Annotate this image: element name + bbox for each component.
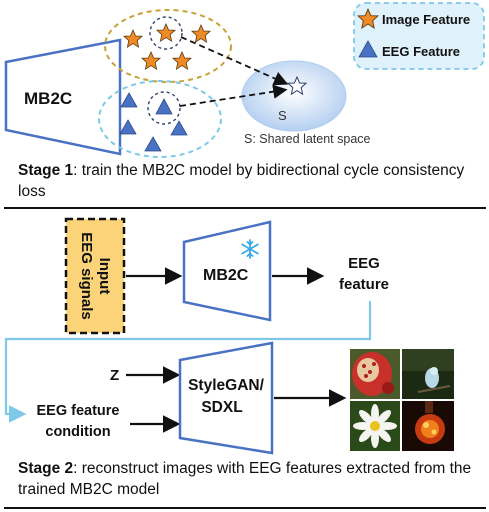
latent-symbol: S	[278, 108, 287, 123]
stage1-caption-text: : train the MB2C model by bidirectional …	[18, 162, 465, 200]
eeg-feature-output-line1: EEG	[348, 255, 380, 272]
reconstructed-image-fruit	[350, 349, 400, 399]
generator-label-line1: StyleGAN/	[188, 377, 264, 394]
reconstructed-image-glow	[402, 401, 454, 451]
triangle-icon	[144, 136, 162, 152]
star-icon	[141, 51, 161, 70]
triangle-icon	[119, 119, 137, 135]
condition-label-line1: EEG feature	[37, 403, 120, 419]
eeg-feature-selected-circle	[147, 91, 181, 125]
stage2-mb2c-block	[182, 220, 272, 322]
input-eeg-label-line1: Input	[96, 258, 113, 295]
snowflake-icon	[241, 239, 259, 259]
legend-eeg-feature: EEG Feature	[382, 44, 460, 59]
eeg-feature-output-line2: feature	[339, 276, 389, 293]
image-feature-selected-circle	[149, 16, 183, 50]
stage1-mb2c-label: MB2C	[24, 89, 72, 108]
stage2-caption-text: : reconstruct images with EEG features e…	[18, 460, 472, 498]
reconstructed-image-bird	[402, 349, 454, 399]
triangle-icon	[120, 92, 138, 108]
stage2-caption-prefix: Stage 2	[18, 460, 74, 477]
legend-image-feature: Image Feature	[382, 12, 470, 27]
star-icon	[191, 24, 211, 43]
legend-box	[353, 2, 485, 70]
stage1-caption-prefix: Stage 1	[18, 162, 74, 179]
eeg-feature-cluster	[98, 80, 222, 158]
input-eeg-label-line2: EEG signals	[78, 232, 95, 320]
generator-block	[178, 341, 274, 455]
reconstructed-image-daisy	[350, 401, 400, 451]
eeg-to-latent-arrow	[179, 84, 288, 107]
reconstructed-images	[350, 349, 454, 451]
stage2-caption: Stage 2: reconstruct images with EEG fea…	[18, 458, 478, 500]
legend-triangle-icon	[358, 40, 378, 58]
latent-caption: S: Shared latent space	[244, 132, 371, 146]
triangle-icon	[170, 120, 188, 136]
stage2-mb2c-label: MB2C	[203, 267, 249, 284]
stage1-caption: Stage 1: train the MB2C model by bidirec…	[18, 160, 478, 202]
image-feature-cluster	[104, 9, 232, 83]
star-icon	[123, 29, 143, 48]
generator-label-line2: SDXL	[201, 399, 242, 416]
star-icon	[156, 23, 176, 42]
input-eeg-box	[64, 217, 126, 335]
feature-feedback-path	[4, 301, 372, 423]
z-label: Z	[110, 367, 119, 384]
stage1-mb2c-block	[4, 38, 122, 156]
image-to-latent-arrow	[180, 36, 289, 86]
triangle-icon	[155, 98, 173, 115]
star-icon	[172, 51, 192, 70]
condition-label-line2: condition	[45, 424, 110, 440]
